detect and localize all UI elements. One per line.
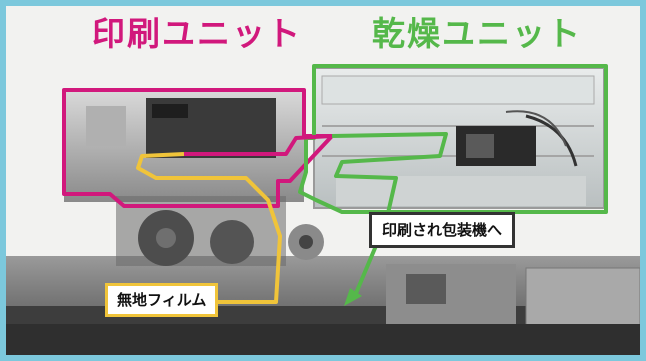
- cable: [505, 110, 567, 147]
- print-unit-heading: 印刷ユニット: [92, 14, 302, 53]
- dry-unit-base: [336, 176, 586, 206]
- raw-film-callout: 無地フィルム: [105, 283, 219, 317]
- packaging-machine: [386, 264, 516, 324]
- machine-photo: 印刷ユニット 乾燥ユニット 印刷され包装機へ 無地フィルム: [6, 6, 640, 355]
- arrow-head: [344, 288, 362, 306]
- packaging-part: [406, 274, 446, 304]
- cable: [525, 114, 578, 167]
- packaging-tray: [525, 267, 640, 327]
- floor-front: [6, 324, 640, 355]
- print-unit-panel: [86, 106, 126, 146]
- raw-film-path: [136, 152, 282, 304]
- print-unit-outline: [62, 88, 334, 208]
- machine-illustration: [6, 6, 640, 355]
- dryer-motor-detail: [466, 134, 494, 158]
- roller-core: [299, 235, 313, 249]
- print-unit-window: [152, 104, 188, 118]
- printed-film-path: [184, 134, 333, 156]
- dry-unit-top: [321, 75, 595, 105]
- output-callout: 印刷され包装機へ: [369, 212, 516, 248]
- dry-unit-heading: 乾燥ユニット: [372, 14, 582, 53]
